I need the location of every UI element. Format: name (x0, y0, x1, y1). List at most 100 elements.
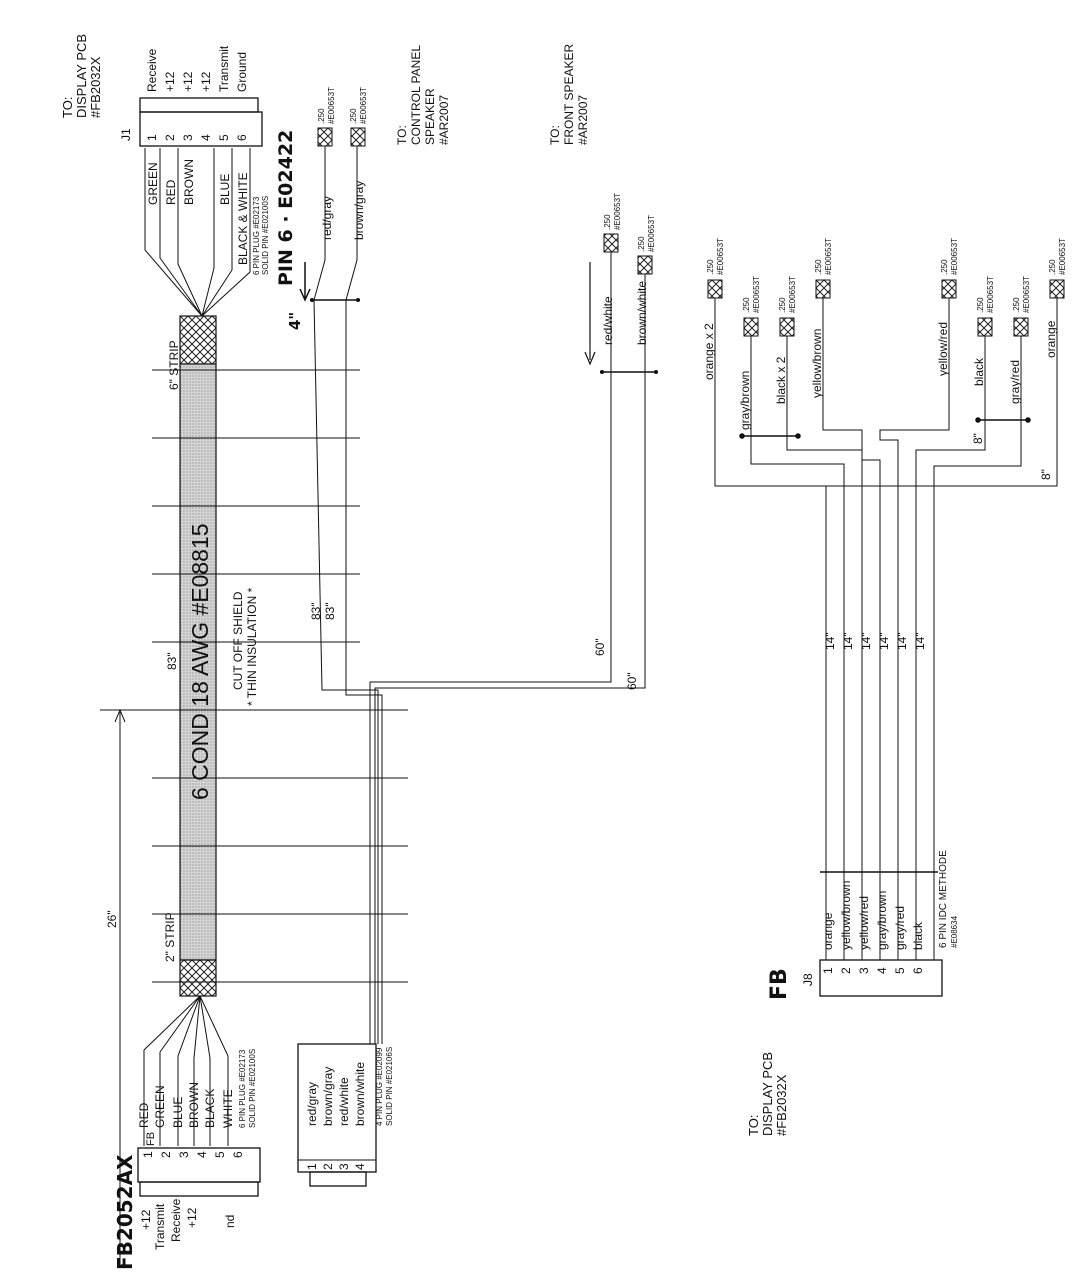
main-cable: 6 COND 18 AWG #E08815 6" STRIP 2" STRIP … (100, 315, 639, 1264)
svg-text:TO:: TO: (746, 1115, 761, 1136)
j1-pin: 6 (235, 134, 249, 141)
len14-labels: 14" 14" 14" 14" 14" 14" (823, 632, 927, 650)
cable-jacket (179, 363, 217, 961)
fb-left-connector: FB2052AX FB 1 2 3 4 5 6 +12 Transmit Rec… (113, 995, 261, 1270)
svg-text:.250: .250 (778, 297, 787, 313)
braid-bottom (179, 959, 217, 997)
svg-text:.250: .250 (940, 259, 949, 275)
arrow-icon (584, 262, 596, 366)
plug4-wire-label: brown/gray (321, 1067, 335, 1126)
svg-text:.250: .250 (976, 297, 985, 313)
j8-wire-label: yellow/red (857, 896, 871, 950)
svg-text:6" STRIP: 6" STRIP (167, 340, 181, 390)
svg-text:#E00653T: #E00653T (986, 276, 995, 313)
fb-left-pin: 1 (141, 1151, 155, 1158)
control-panel-speaker: TO: CONTROL PANEL SPEAKER #AR2007 red/gr… (286, 45, 451, 1044)
j1-wire-label: RED (164, 179, 178, 205)
terminal-wire-labels: orange x 2 gray/brown black x 2 yellow/b… (702, 320, 1058, 430)
svg-text:4 PIN PLUG #E02099: 4 PIN PLUG #E02099 (375, 1047, 384, 1126)
fb-left-pin: 5 (213, 1151, 227, 1158)
svg-text:#FB2032X: #FB2032X (774, 1074, 789, 1136)
fb-left-pin: 2 (159, 1151, 173, 1158)
j8-pin: 6 (911, 967, 925, 974)
fb-left-signals: +12 Transmit Receive +12 nd (139, 1198, 237, 1250)
fb-left-pin: 3 (177, 1151, 191, 1158)
svg-text:.250: .250 (317, 108, 326, 124)
svg-text:.250: .250 (814, 259, 823, 275)
plug4-wire-label: red/gray (305, 1082, 319, 1126)
cp-wire-label: red/gray (320, 196, 334, 240)
svg-text:.250: .250 (603, 214, 612, 230)
svg-text:TO:: TO: (395, 125, 409, 145)
fb-left-wire-labels: RED GREEN BLUE BROWN BLACK WHITE (137, 1082, 235, 1128)
fb-left-fanout-wires (143, 995, 229, 1146)
terminal-wire-label: gray/brown (738, 371, 752, 430)
j8-pin: 5 (893, 967, 907, 974)
terminal-icon (977, 317, 993, 337)
terminal-icon (707, 279, 723, 299)
right-terminals: .250 #E00653T .250 #E00653T .250 #E00653… (702, 238, 1067, 960)
svg-text:83": 83" (323, 602, 337, 620)
svg-text:FB: FB (767, 968, 792, 1000)
svg-text:CONTROL PANEL: CONTROL PANEL (409, 45, 423, 145)
plug4-pin: 3 (337, 1163, 351, 1170)
svg-text:SOLID PIN #E02100S: SOLID PIN #E02100S (248, 1049, 257, 1128)
arrow-icon (299, 262, 311, 302)
j8-connector: FB J8 1 2 3 4 5 6 orange yellow/brown ye… (767, 850, 959, 1000)
j1-signal: +12 (163, 71, 177, 92)
j8-pins: 1 2 3 4 5 6 (821, 967, 925, 974)
j1-pin: 1 (145, 134, 159, 141)
svg-text:#E00653T: #E00653T (752, 276, 761, 313)
svg-text:#E08634: #E08634 (950, 915, 959, 948)
terminal-part-labels: .250 #E00653T .250 #E00653T .250 #E00653… (706, 238, 1067, 313)
svg-text:8": 8" (971, 433, 985, 444)
svg-text:FB2052AX: FB2052AX (113, 1154, 137, 1270)
svg-text:FRONT SPEAKER: FRONT SPEAKER (562, 44, 576, 145)
svg-text:14": 14" (859, 632, 873, 650)
svg-text:14": 14" (895, 632, 909, 650)
svg-text:.250: .250 (1012, 297, 1021, 313)
svg-text:#E00653T: #E00653T (327, 87, 336, 124)
j1-signal: Receive (145, 48, 159, 92)
svg-text:DISPLAY PCB: DISPLAY PCB (760, 1052, 775, 1136)
svg-text:#E00653T: #E00653T (1058, 238, 1067, 275)
svg-text:#E00653T: #E00653T (716, 238, 725, 275)
terminal-icon (317, 127, 333, 147)
svg-text:J1: J1 (119, 128, 133, 141)
j1-wire-label: BROWN (182, 159, 196, 205)
j1-plug-note: 6 PIN PLUG #E02173 (252, 196, 261, 275)
terminal-icon (637, 255, 653, 275)
cp-wire-label: brown/gray (352, 181, 366, 240)
svg-text:#E00653T: #E00653T (613, 193, 622, 230)
j1-signal: +12 (181, 71, 195, 92)
svg-text:#E00653T: #E00653T (824, 238, 833, 275)
fb-left-signal: Receive (169, 1198, 183, 1242)
svg-text:FB: FB (145, 1132, 157, 1146)
svg-text:60": 60" (625, 672, 639, 690)
j1-signal: Transmit (217, 45, 231, 92)
terminal-icons (707, 279, 1065, 337)
svg-text:SPEAKER: SPEAKER (423, 88, 437, 145)
terminal-icon (815, 279, 831, 299)
terminal-icon (1013, 317, 1029, 337)
terminal-icon (941, 279, 957, 299)
j1-pin-note: SOLID PIN #E02100S (261, 196, 270, 275)
svg-text:#E00653T: #E00653T (1022, 276, 1031, 313)
j8-pin: 3 (857, 967, 871, 974)
fb-left-pin: 6 (231, 1151, 245, 1158)
terminal-icon (350, 127, 366, 147)
svg-text:.250: .250 (637, 236, 646, 252)
terminal-wire-label: yellow/red (936, 322, 950, 376)
plug4-wire-label: brown/white (353, 1062, 367, 1126)
j8-wire-label: black (911, 921, 925, 950)
svg-text:60": 60" (593, 638, 607, 656)
j1-wire-labels: GREEN RED BROWN BLUE BLACK & WHITE (146, 159, 250, 265)
svg-text:#E00653T: #E00653T (359, 87, 368, 124)
svg-text:TO:: TO: (60, 97, 75, 118)
svg-text:8": 8" (1039, 469, 1053, 480)
top-left-destination: TO: DISPLAY PCB #FB2032X (60, 34, 103, 118)
svg-text:.250: .250 (1048, 259, 1057, 275)
fb-left-signal: +12 (139, 1209, 153, 1230)
terminal-harness-wires (714, 298, 1058, 960)
